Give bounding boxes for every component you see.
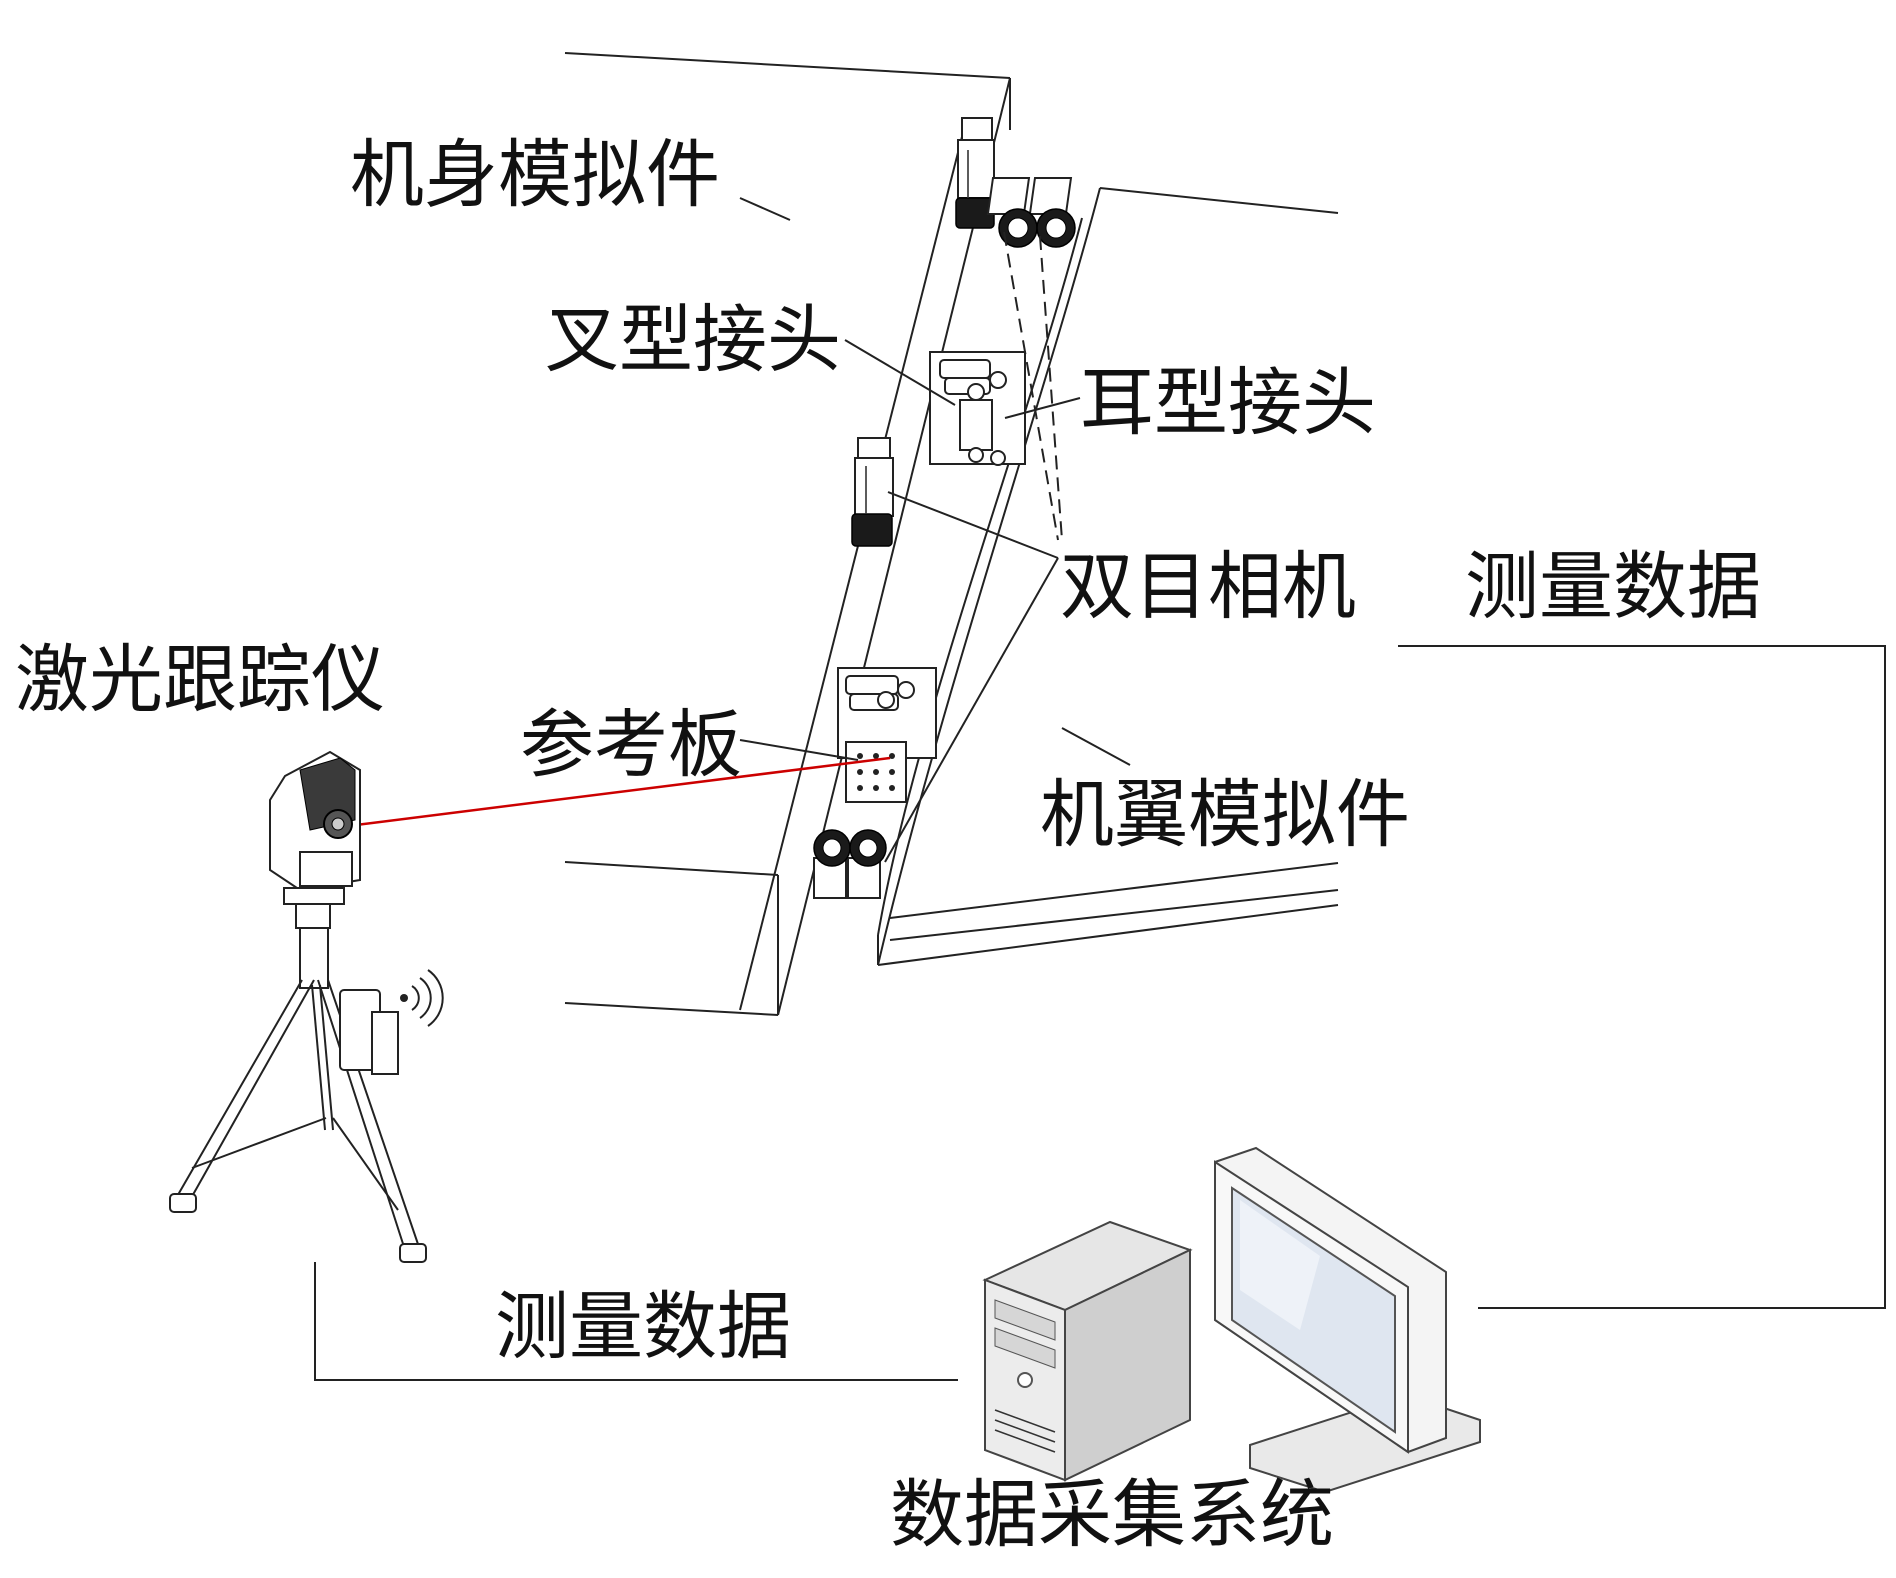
data-connection-lines (314, 645, 1886, 1381)
tripod (169, 927, 427, 1263)
stereo-camera-top-pair (986, 177, 1076, 248)
camera-sight-lines (1003, 231, 1063, 541)
laser-beam (347, 756, 891, 828)
stereo-camera-top-left (955, 117, 995, 229)
label-reference-plate: 参考板 (520, 702, 742, 788)
label-laser-tracker: 激光跟踪仪 (15, 637, 385, 723)
label-stereo-camera: 双目相机 (1060, 544, 1356, 630)
reference-plate (845, 741, 907, 803)
label-measurement-data-bottom: 测量数据 (495, 1284, 791, 1370)
laser-tracker (269, 750, 361, 929)
label-measurement-data-right: 测量数据 (1465, 544, 1761, 630)
label-ear-joint: 耳型接头 (1080, 360, 1376, 446)
label-wing: 机翼模拟件 (1040, 772, 1410, 858)
fuselage-mockup (564, 52, 1011, 1016)
label-daq-system: 数据采集系统 (890, 1472, 1334, 1558)
computer-monitor (1214, 1146, 1481, 1494)
fork-joint-top (929, 351, 1026, 466)
computer-tower (982, 1220, 1193, 1482)
label-fork-joint: 叉型接头 (545, 297, 841, 383)
label-fuselage: 机身模拟件 (350, 132, 720, 218)
leader-lines (739, 197, 1131, 863)
stereo-camera-middle (851, 437, 894, 547)
wireless-signal-icon (400, 969, 444, 1027)
stereo-camera-bottom-pair (813, 829, 887, 899)
